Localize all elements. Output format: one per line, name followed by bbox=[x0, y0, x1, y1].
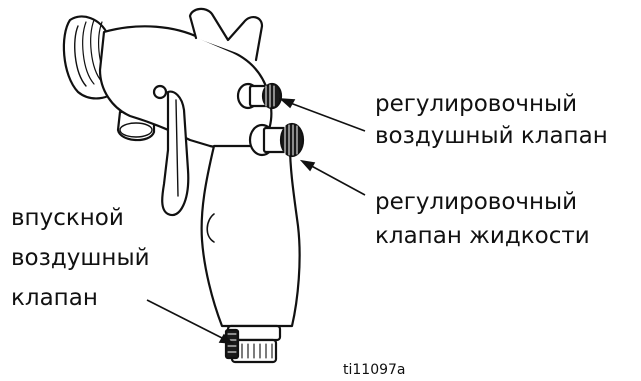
callout-air-adjust-line2: воздушный клапан bbox=[375, 122, 608, 150]
air-inlet-fitting bbox=[226, 326, 280, 362]
callout-fluid-adjust-line1: регулировочный bbox=[375, 188, 590, 216]
figure-id: ti11097a bbox=[343, 362, 406, 378]
callout-air-inlet-line1: впускной bbox=[11, 204, 150, 232]
callout-air-inlet: впускной воздушный клапан bbox=[11, 204, 150, 312]
callout-air-inlet-line3: клапан bbox=[11, 284, 150, 312]
callout-fluid-adjust: регулировочный клапан жидкости bbox=[375, 188, 590, 250]
air-adjust-valve bbox=[238, 84, 281, 108]
callout-air-inlet-line2: воздушный bbox=[11, 244, 150, 272]
leader-fluid-adjust bbox=[306, 163, 365, 195]
callout-air-adjust: регулировочный воздушный клапан bbox=[375, 90, 608, 150]
callout-fluid-adjust-line2: клапан жидкости bbox=[375, 222, 590, 250]
callout-air-adjust-line1: регулировочный bbox=[375, 90, 608, 118]
fluid-adjust-valve bbox=[250, 124, 303, 156]
gun-handle bbox=[202, 146, 300, 326]
